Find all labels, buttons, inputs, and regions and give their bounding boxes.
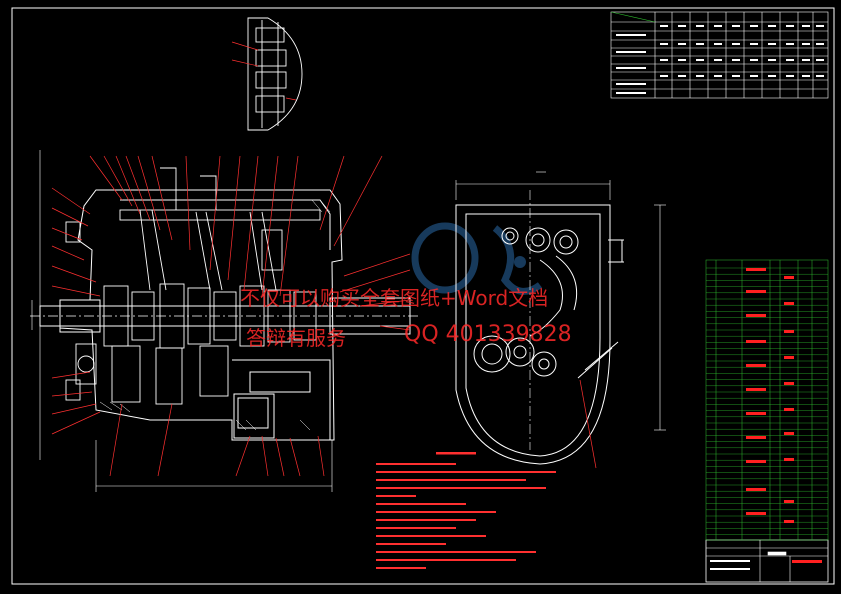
parts-list-rows	[706, 267, 828, 535]
side-view-dimensions	[455, 171, 666, 450]
gearbox-section-view	[59, 189, 343, 441]
watermark-qq: QQ 401339828	[404, 322, 572, 347]
watermark-line-2: 答辩有服务	[246, 326, 346, 350]
shift-forks	[119, 167, 321, 291]
gear-parameter-table	[610, 11, 829, 99]
side-view-leaders	[579, 379, 597, 469]
table-cell-marks	[616, 25, 824, 94]
gearbox-side-view	[455, 204, 624, 465]
detail-view-top	[247, 17, 303, 131]
title-block	[706, 540, 828, 582]
section-hatching	[99, 199, 331, 431]
left-flange	[65, 221, 97, 401]
part-leaders	[51, 155, 411, 477]
technical-requirements	[376, 452, 556, 569]
parts-list-table	[705, 259, 829, 541]
watermark-line-1: 不仅可以购买全套图纸+Word文档	[240, 286, 549, 310]
gear-stack	[103, 229, 317, 405]
watermark-logo-icon	[411, 222, 543, 295]
side-view-gears	[473, 227, 579, 377]
main-dimensions	[31, 150, 333, 492]
detail-leaders	[231, 41, 297, 101]
parts-list-text-marks	[746, 268, 794, 523]
